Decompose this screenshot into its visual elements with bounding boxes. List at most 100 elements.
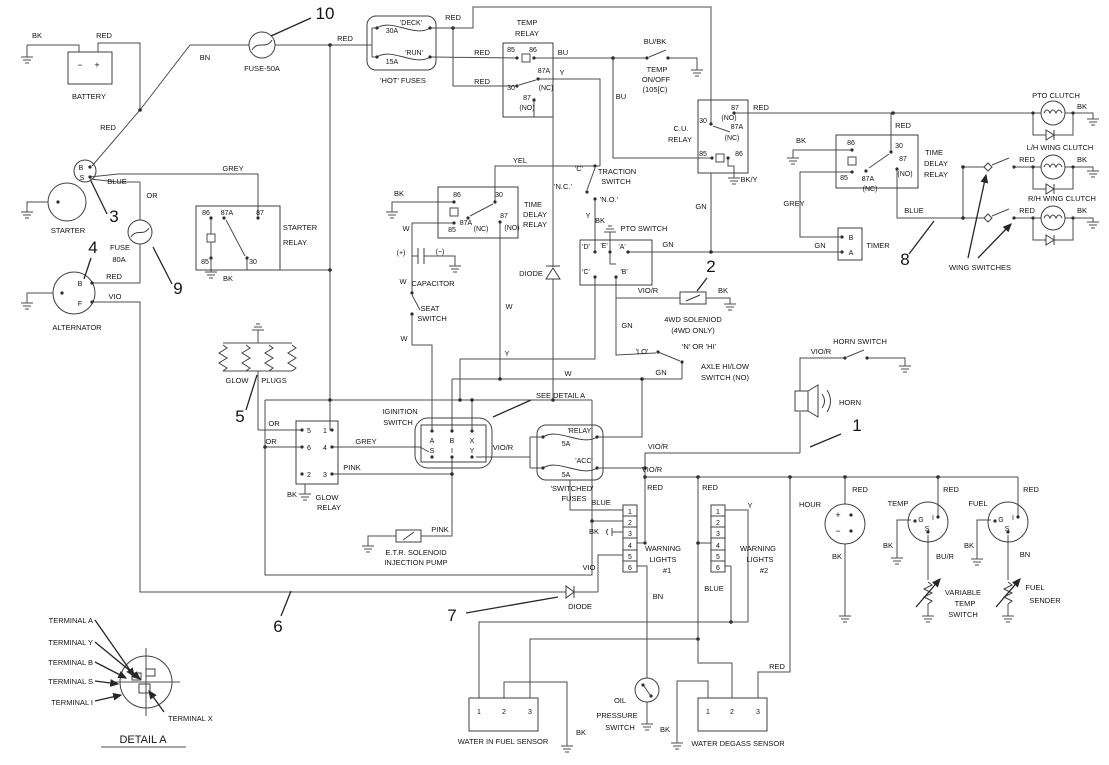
wd-pin-3: 3 <box>756 709 760 716</box>
wd-pin-2: 2 <box>730 709 734 716</box>
alt-b: B <box>78 281 83 288</box>
srelay-85: 85 <box>201 259 209 266</box>
ign-x: X <box>470 438 475 445</box>
cu-no: (NO) <box>721 115 736 122</box>
starter <box>47 182 87 222</box>
diode-mid <box>545 265 561 280</box>
or-wire-2: OR <box>265 437 277 446</box>
rtdr-label-1: TIME <box>925 148 943 157</box>
glowrelay-6: 6 <box>307 445 311 452</box>
ignition-switch-outline <box>414 417 493 469</box>
bu-wire-1: BU <box>558 48 568 57</box>
vio-wl1: VIO <box>583 563 596 572</box>
pto-clutch-label: PTO CLUTCH <box>1032 91 1080 100</box>
diode-rh-clutch <box>1045 234 1055 246</box>
fuse-80a-label-2: 80A <box>112 255 125 264</box>
red-main: RED <box>337 34 353 43</box>
wif-pin-1: 1 <box>477 709 481 716</box>
wl2-label-2: LIGHTS <box>746 555 773 564</box>
temp-relay-label-1: TEMP <box>517 18 538 27</box>
deck-fuse-rating: 30A <box>386 28 399 35</box>
tdr-nc: (NC) <box>474 226 489 233</box>
srelay-87a: 87A <box>221 210 234 217</box>
temp-relay-nc: (NC) <box>539 85 554 92</box>
axle-lo: 'LO' <box>636 347 649 356</box>
glow-plug-4 <box>287 344 297 372</box>
callout-4: 4 <box>88 238 97 257</box>
red-hour: RED <box>852 485 868 494</box>
battery-minus: − <box>77 60 82 70</box>
y-wire-1: Y <box>559 68 564 77</box>
rtdr-87: 87 <box>899 156 907 163</box>
vio-r-horn: VIO/R <box>811 347 832 356</box>
fuel-gauge-label: FUEL <box>968 499 987 508</box>
callout-8: 8 <box>900 250 909 269</box>
oil-pressure-switch <box>634 677 660 703</box>
vts-label-1: VARIABLE <box>945 588 981 597</box>
y-wl2: Y <box>747 501 752 510</box>
terminal-x-label: TERMINAL X <box>168 714 213 723</box>
glow-plug-3 <box>264 344 274 372</box>
tdr-label-3: RELAY <box>523 220 547 229</box>
terminal-y-label: TERMINAL Y <box>48 638 93 647</box>
glow-plug-2 <box>241 344 251 372</box>
ign-i: I <box>451 448 453 455</box>
bk-tdr: BK <box>394 189 404 198</box>
temp-relay-30: 30 <box>507 85 515 92</box>
wd-label: WATER DEGASS SENSOR <box>691 739 785 748</box>
bk-battery: BK <box>32 31 42 40</box>
red-degass: RED <box>769 662 785 671</box>
wl2-pin-1: 1 <box>716 509 720 516</box>
red-deck-out: RED <box>445 13 461 22</box>
traction-no: 'N.O.' <box>600 195 619 204</box>
callout-2: 2 <box>706 257 715 276</box>
temp-onoff-1: TEMP <box>647 65 668 74</box>
vio-alt: VIO <box>109 292 122 301</box>
grey-wire-0: GREY <box>222 164 243 173</box>
wires-mid <box>223 173 842 576</box>
temp-relay-86: 86 <box>529 47 537 54</box>
glowrelay-3: 3 <box>323 472 327 479</box>
wires-left <box>26 27 566 593</box>
callout-3: 3 <box>109 207 118 226</box>
pink-wire-1: PINK <box>343 463 361 472</box>
pto-b: 'B' <box>620 269 627 276</box>
component-boxes <box>67 15 919 732</box>
red-battery-starter: RED <box>100 123 116 132</box>
fuse-80a-label-1: FUSE <box>110 243 130 252</box>
relay-fuse-rating: 5A <box>562 441 571 448</box>
bk-hour: BK <box>832 552 842 561</box>
wl1-pin-4: 4 <box>628 543 632 550</box>
temp-gauge-label: TEMP <box>888 499 909 508</box>
capacitor-label: CAPACITOR <box>411 279 455 288</box>
tdr-85: 85 <box>448 227 456 234</box>
fuel-sender-label-1: FUEL <box>1025 583 1044 592</box>
alt-f: F <box>78 301 82 308</box>
bk-glowrelay: BK <box>287 490 297 499</box>
vts-label-2: TEMP <box>955 599 976 608</box>
bk-clutch-1: BK <box>1077 102 1087 111</box>
battery-label: BATTERY <box>72 92 106 101</box>
tdr-label-2: DELAY <box>523 210 547 219</box>
diodes <box>545 129 1055 599</box>
or-wire-0: OR <box>146 191 158 200</box>
wl1-pin-1: 1 <box>628 509 632 516</box>
glow-relay-box <box>295 420 339 485</box>
red-rtdr: RED <box>895 121 911 130</box>
oil-label-2: PRESSURE <box>596 711 637 720</box>
horn <box>794 384 831 418</box>
bu-bk-wire: BU/BK <box>644 37 667 46</box>
grey-ign: GREY <box>355 437 376 446</box>
temp-relay-box <box>502 42 554 118</box>
red-wl2: RED <box>702 483 718 492</box>
cu-nc: (NC) <box>725 135 740 142</box>
vio-r-bus-1: VIO/R <box>642 465 663 474</box>
timer-b: B <box>849 235 854 242</box>
rtdr-87a: 87A <box>862 176 875 183</box>
glow-label: GLOW <box>226 376 250 385</box>
ign-b: B <box>450 438 455 445</box>
cu-85: 85 <box>699 151 707 158</box>
temp-relay-87a: 87A <box>538 68 551 75</box>
wl1-label-2: LIGHTS <box>649 555 676 564</box>
wl1-pin-2: 2 <box>628 520 632 527</box>
